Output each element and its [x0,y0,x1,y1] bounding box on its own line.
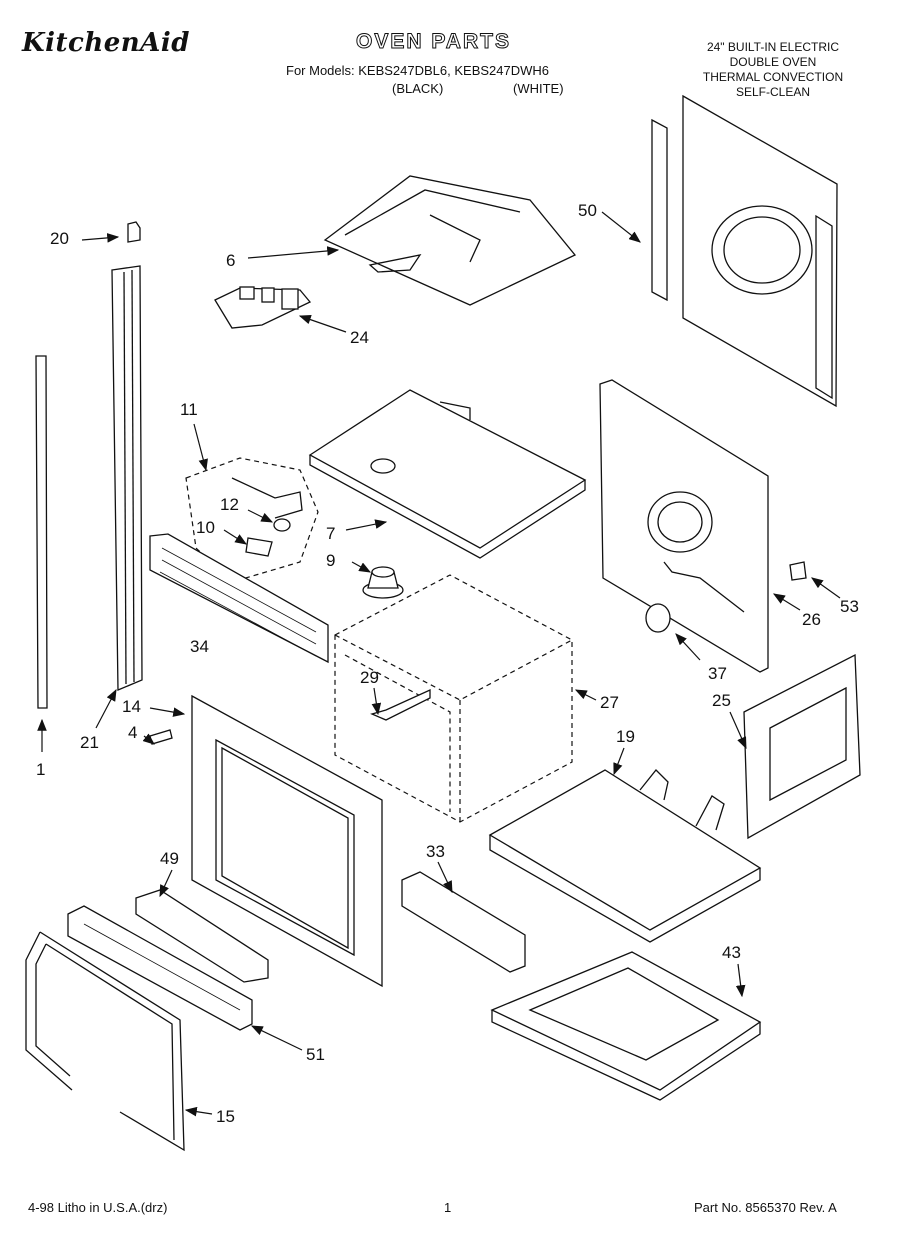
part-37-convection-element [645,603,671,633]
callout-24: 24 [350,328,369,347]
part-25-side-panel [743,653,861,840]
callout-29: 29 [360,668,379,687]
callout-27: 27 [600,693,619,712]
page-title: OVEN PARTS [356,30,511,54]
part-6-vent-deflector [323,175,577,306]
callout-21: 21 [80,733,99,752]
part-53-clip [789,561,807,581]
callout-10: 10 [196,518,215,537]
callout-6: 6 [226,251,236,270]
part-51-vent-trim [67,905,253,1031]
callout-20: 20 [50,229,69,248]
callout-37: 37 [708,664,727,683]
spec-line: DOUBLE OVEN [729,55,817,69]
part-21-side-trim [111,265,143,691]
part-4-screw [149,729,173,745]
part-33-support [401,871,526,973]
callout-50: 50 [578,201,597,220]
part-14-front-frame [191,694,383,988]
part-1-trim-strip [35,355,48,709]
part-50-rear-panel [651,94,838,408]
footer-page-number: 1 [444,1200,452,1215]
callout-12: 12 [220,495,239,514]
variant-white: (WHITE) [513,81,564,96]
models-line: For Models: KEBS247DBL6, KEBS247DWH6 [286,63,550,78]
part-7-top-panel [308,389,587,559]
callout-1: 1 [36,760,46,779]
part-19-bottom-panel [488,769,762,943]
callout-11: 11 [180,400,198,419]
callout-7: 7 [326,524,336,543]
callout-15: 15 [216,1107,235,1126]
callout-25: 25 [712,691,731,710]
footer-part-number: Part No. 8565370 Rev. A [694,1200,837,1215]
part-26-side-panel [599,379,769,673]
part-15-gasket [25,931,185,1152]
callout-53: 53 [840,597,859,616]
spec-block: 24" BUILT-IN ELECTRIC DOUBLE OVEN THERMA… [678,40,868,100]
callout-26: 26 [802,610,821,629]
callout-4: 4 [128,723,138,742]
spec-line: THERMAL CONVECTION [702,70,844,84]
part-9-fan-motor [362,566,404,599]
callout-19: 19 [616,727,635,746]
callout-34: 34 [190,637,209,656]
part-34-control-panel [149,533,329,664]
brand-logo: KitchenAid [22,28,190,58]
callout-14: 14 [122,697,141,716]
spec-line: 24" BUILT-IN ELECTRIC [706,40,840,54]
callout-33: 33 [426,842,445,861]
footer-litho: 4-98 Litho in U.S.A.(drz) [28,1200,168,1215]
part-20-clip [127,221,141,243]
leader-lines [37,211,841,1117]
part-27-oven-cavity [334,574,573,823]
part-11-wiring-group [185,457,319,583]
part-43-bottom-tray [490,951,762,1101]
part-24-switch-bracket [214,286,312,329]
callout-51: 51 [306,1045,325,1064]
callout-9: 9 [326,551,336,570]
variant-black: (BLACK) [392,81,444,96]
callout-49: 49 [160,849,179,868]
part-29-sensor [370,688,431,721]
callout-43: 43 [722,943,741,962]
spec-line: SELF-CLEAN [735,85,811,99]
